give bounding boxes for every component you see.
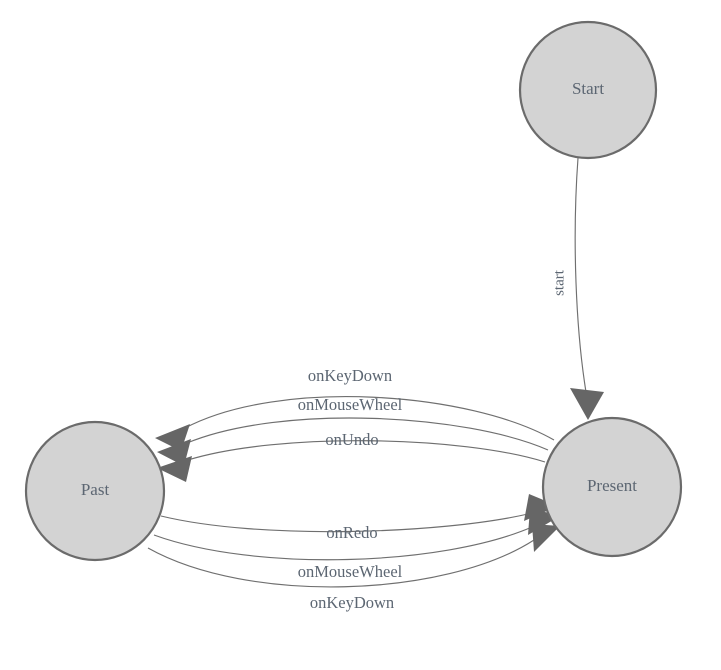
arrowhead-present-top xyxy=(570,388,604,420)
edge-label-present-past-onundo: onUndo xyxy=(325,430,378,449)
edge-label-start: start xyxy=(551,269,567,296)
edge-start-to-present[interactable]: start xyxy=(551,157,604,420)
edge-past-to-present-onmousewheel-path xyxy=(153,526,533,561)
edge-label-past-present-onkeydown: onKeyDown xyxy=(310,593,394,612)
edge-past-to-present-onredo-path xyxy=(160,513,529,533)
arrowhead-past-3 xyxy=(157,456,192,482)
node-past-circle xyxy=(24,420,166,562)
node-start-circle xyxy=(518,20,658,160)
edge-past-to-present-onkeydown[interactable]: onKeyDown xyxy=(147,524,560,612)
edge-present-to-past-onundo[interactable]: onUndo xyxy=(157,430,546,482)
edge-start-to-present-path xyxy=(574,157,587,393)
edge-present-to-past-onkeydown-path xyxy=(184,396,555,441)
node-past[interactable]: Past xyxy=(24,420,166,562)
edge-present-to-past-onmousewheel[interactable]: onMouseWheel xyxy=(157,395,549,466)
node-present[interactable]: Present xyxy=(541,416,683,558)
node-past-label: Past xyxy=(81,480,110,499)
edge-past-to-present-onredo[interactable]: onRedo xyxy=(160,494,558,542)
edge-label-present-past-onkeydown: onKeyDown xyxy=(308,366,392,385)
node-start[interactable]: Start xyxy=(518,20,658,160)
edge-past-to-present-onmousewheel[interactable]: onMouseWheel xyxy=(153,508,560,581)
node-present-label: Present xyxy=(587,476,637,495)
node-present-circle xyxy=(541,416,683,558)
edge-label-present-past-onmousewheel: onMouseWheel xyxy=(298,395,403,414)
arrowhead-past-2 xyxy=(157,439,191,466)
node-start-label: Start xyxy=(572,79,604,98)
edge-past-to-present-onkeydown-path xyxy=(147,539,535,588)
arrowhead-present-3 xyxy=(532,524,560,552)
edge-label-past-present-onredo: onRedo xyxy=(326,523,377,542)
edge-present-to-past-onundo-path xyxy=(187,440,546,463)
edge-present-to-past-onmousewheel-path xyxy=(186,417,549,451)
edge-label-past-present-onmousewheel: onMouseWheel xyxy=(298,562,403,581)
